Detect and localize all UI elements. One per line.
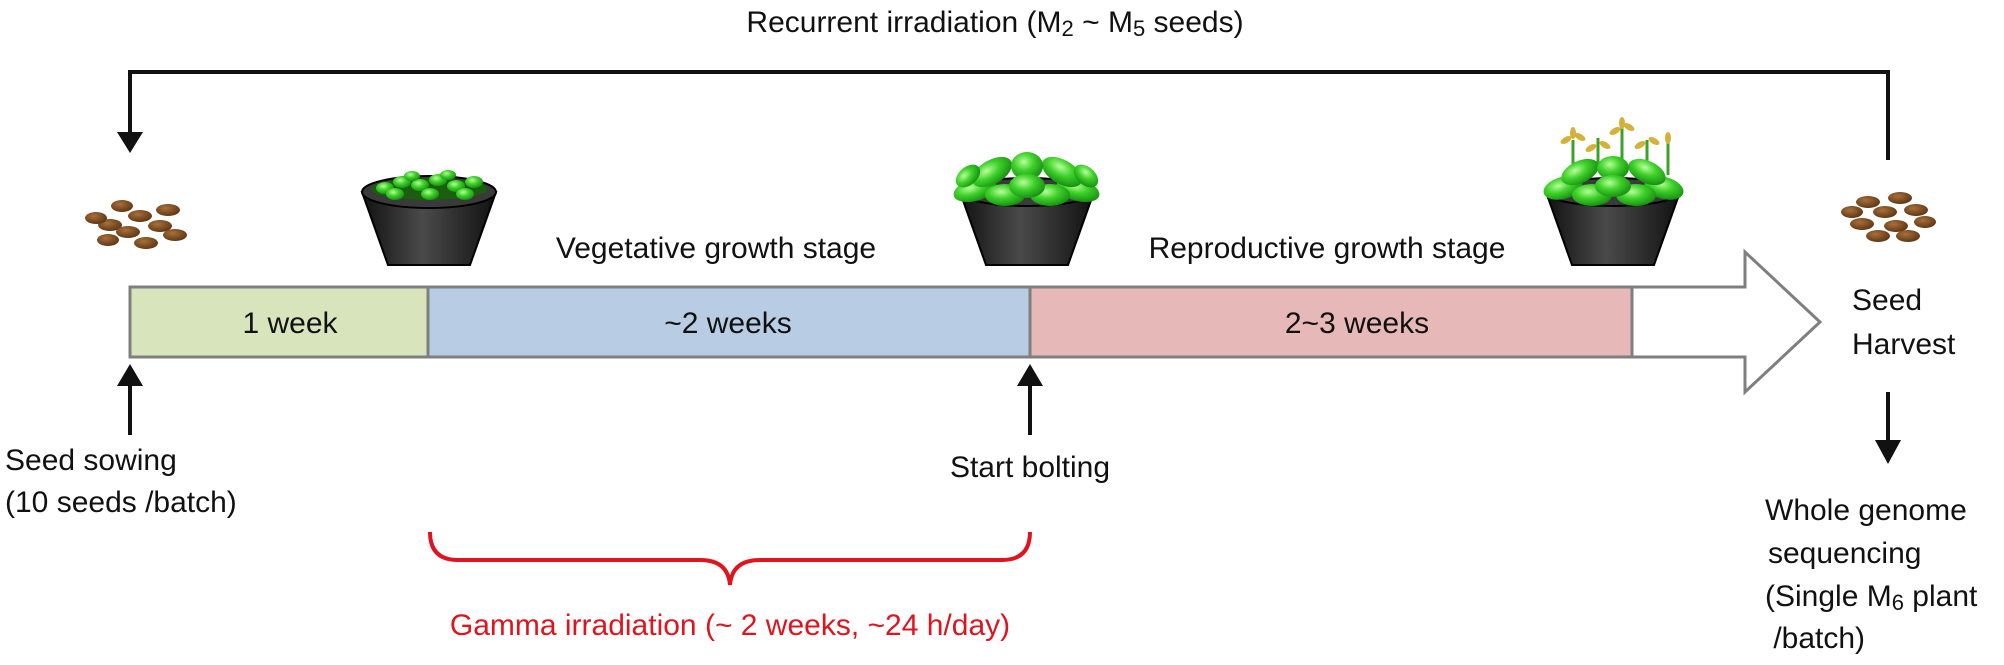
seed-sowing-label: Seed sowing bbox=[5, 444, 177, 477]
loop-arrow-head bbox=[117, 132, 143, 153]
sequencing-label-3: (Single M6 plant bbox=[1765, 580, 1978, 615]
reproductive-stage-label: Reproductive growth stage bbox=[1149, 232, 1506, 265]
pot-rosette-icon bbox=[953, 152, 1100, 266]
pot-flowering-icon bbox=[1543, 117, 1684, 266]
sequencing-label-1: Whole genome bbox=[1765, 494, 1967, 527]
seed-cluster-icon bbox=[1841, 192, 1936, 242]
segment-1-week bbox=[128, 285, 430, 359]
gamma-irradiation-label: Gamma irradiation (~ 2 weeks, ~24 h/day) bbox=[450, 609, 1010, 642]
timeline-arrow bbox=[128, 248, 1823, 396]
start-bolting-label: Start bolting bbox=[950, 451, 1110, 484]
gamma-bracket bbox=[428, 531, 1032, 586]
segment-3-label: 2~3 weeks bbox=[1285, 307, 1429, 340]
seed-harvest-label-1: Seed bbox=[1852, 284, 1922, 317]
sequencing-label-2: sequencing bbox=[1768, 537, 1921, 570]
loop-line bbox=[128, 70, 1890, 160]
pot-seedling-icon bbox=[360, 170, 498, 266]
segment-2-3-weeks bbox=[1028, 285, 1634, 359]
recurrent-irradiation-label: Recurrent irradiation (M2 ~ M5 seeds) bbox=[746, 6, 1243, 41]
seed-cluster-icon bbox=[85, 200, 187, 249]
vegetative-stage-label: Vegetative growth stage bbox=[556, 232, 876, 265]
seed-sowing-detail: (10 seeds /batch) bbox=[5, 486, 237, 519]
seed-sowing-arrow bbox=[117, 364, 143, 435]
sequencing-arrow bbox=[1875, 392, 1901, 464]
segment-1-label: 1 week bbox=[242, 307, 338, 340]
start-bolting-arrow bbox=[1017, 364, 1043, 435]
sequencing-label-4: /batch) bbox=[1765, 622, 1865, 655]
recurrent-loop bbox=[117, 70, 1890, 160]
segment-2-label: ~2 weeks bbox=[664, 307, 792, 340]
seed-harvest-label-2: Harvest bbox=[1852, 328, 1956, 361]
